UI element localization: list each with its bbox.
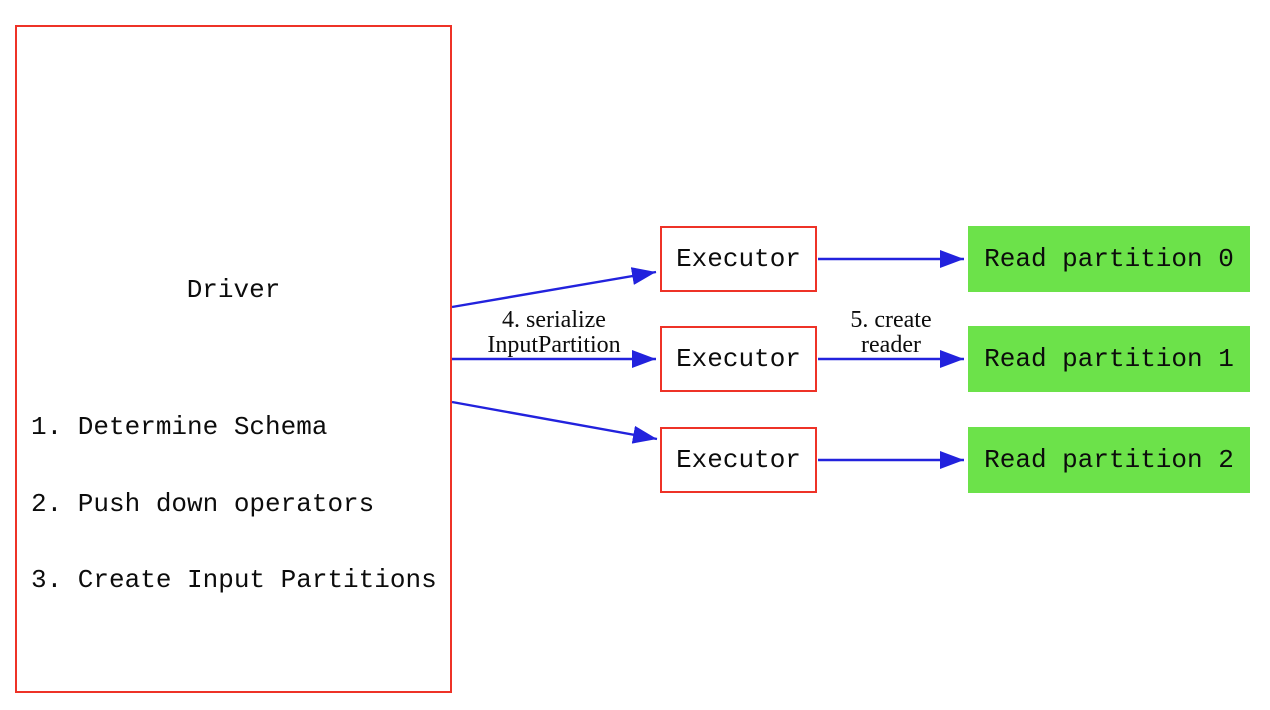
edge-label-line: reader xyxy=(861,332,921,358)
read-partition-node-0: Read partition 0 xyxy=(968,226,1250,292)
edge-label-line: InputPartition xyxy=(487,332,621,358)
executor-node-2: Executor xyxy=(660,427,817,493)
driver-title: Driver xyxy=(186,275,281,305)
edge-label-line: 5. create xyxy=(850,307,932,333)
executor-node-0: Executor xyxy=(660,226,817,292)
read-partition-node-1: Read partition 1 xyxy=(968,326,1250,392)
executor-label: Executor xyxy=(676,445,801,475)
driver-step: 1. Determine Schema xyxy=(31,412,328,442)
read-partition-label: Read partition 1 xyxy=(984,344,1234,374)
driver-step: 3. Create Input Partitions xyxy=(31,565,437,595)
read-partition-label: Read partition 2 xyxy=(984,445,1234,475)
read-partition-label: Read partition 0 xyxy=(984,244,1234,274)
edge-label-create-reader: 5. create reader xyxy=(781,308,1001,358)
read-partition-node-2: Read partition 2 xyxy=(968,427,1250,493)
executor-label: Executor xyxy=(676,344,801,374)
executor-label: Executor xyxy=(676,244,801,274)
edge-driver-to-executor-2 xyxy=(451,400,658,444)
driver-step: 2. Push down operators xyxy=(31,488,375,519)
edge-driver-to-executor-0 xyxy=(451,267,657,309)
edge-label-line: 4. serialize xyxy=(502,307,606,333)
driver-step-list: 1. Determine Schema 2. Push down operato… xyxy=(31,364,437,645)
edge-label-serialize-inputpartition: 4. serialize InputPartition xyxy=(444,308,664,358)
driver-node xyxy=(15,25,452,693)
executor-node-1: Executor xyxy=(660,326,817,392)
